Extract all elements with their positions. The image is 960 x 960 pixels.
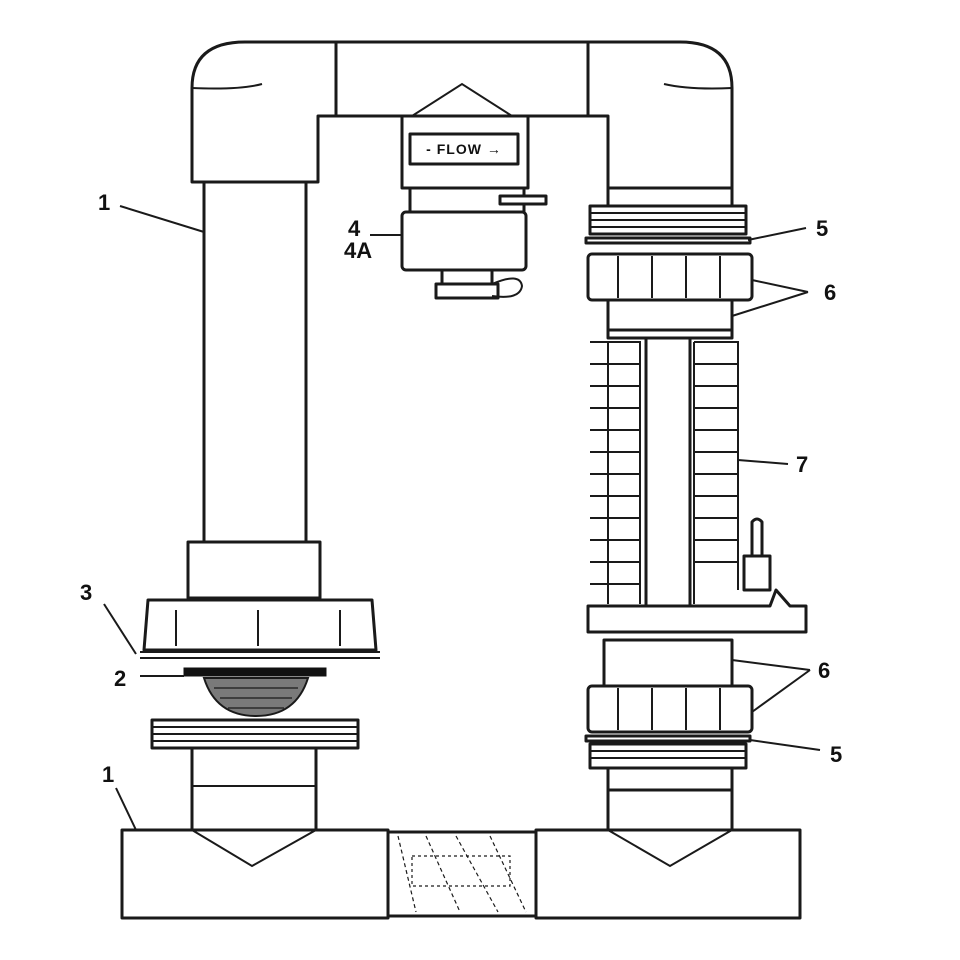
- callout-4: 4: [348, 216, 361, 241]
- callout-4a: 4A: [344, 238, 372, 263]
- callout-3: 3: [80, 580, 92, 605]
- callout-6-top: 6: [824, 280, 836, 305]
- threaded-adapter-left: [150, 718, 360, 832]
- right-lower-fittings: [584, 638, 754, 832]
- callout-1-top: 1: [98, 190, 110, 215]
- bottom-manifold: [120, 828, 802, 920]
- leader-lines: [103, 205, 821, 831]
- callout-1-bottom: 1: [102, 762, 114, 787]
- callout-6-bottom: 6: [818, 658, 830, 683]
- left-vertical-pipe: [186, 180, 322, 600]
- flow-switch: - FLOW →: [400, 114, 548, 300]
- chlorinator-cell: [586, 328, 808, 634]
- callout-labels: 1 4 4A 5 6 7 3 2 6 5 1: [80, 190, 842, 787]
- strainer-screen: [183, 667, 327, 718]
- right-upper-fittings: [584, 204, 754, 332]
- callout-2: 2: [114, 666, 126, 691]
- flow-direction-label: - FLOW →: [426, 141, 502, 157]
- callout-7: 7: [796, 452, 808, 477]
- callout-5-top: 5: [816, 216, 828, 241]
- union-nut-left: [140, 598, 380, 659]
- callout-5-bottom: 5: [830, 742, 842, 767]
